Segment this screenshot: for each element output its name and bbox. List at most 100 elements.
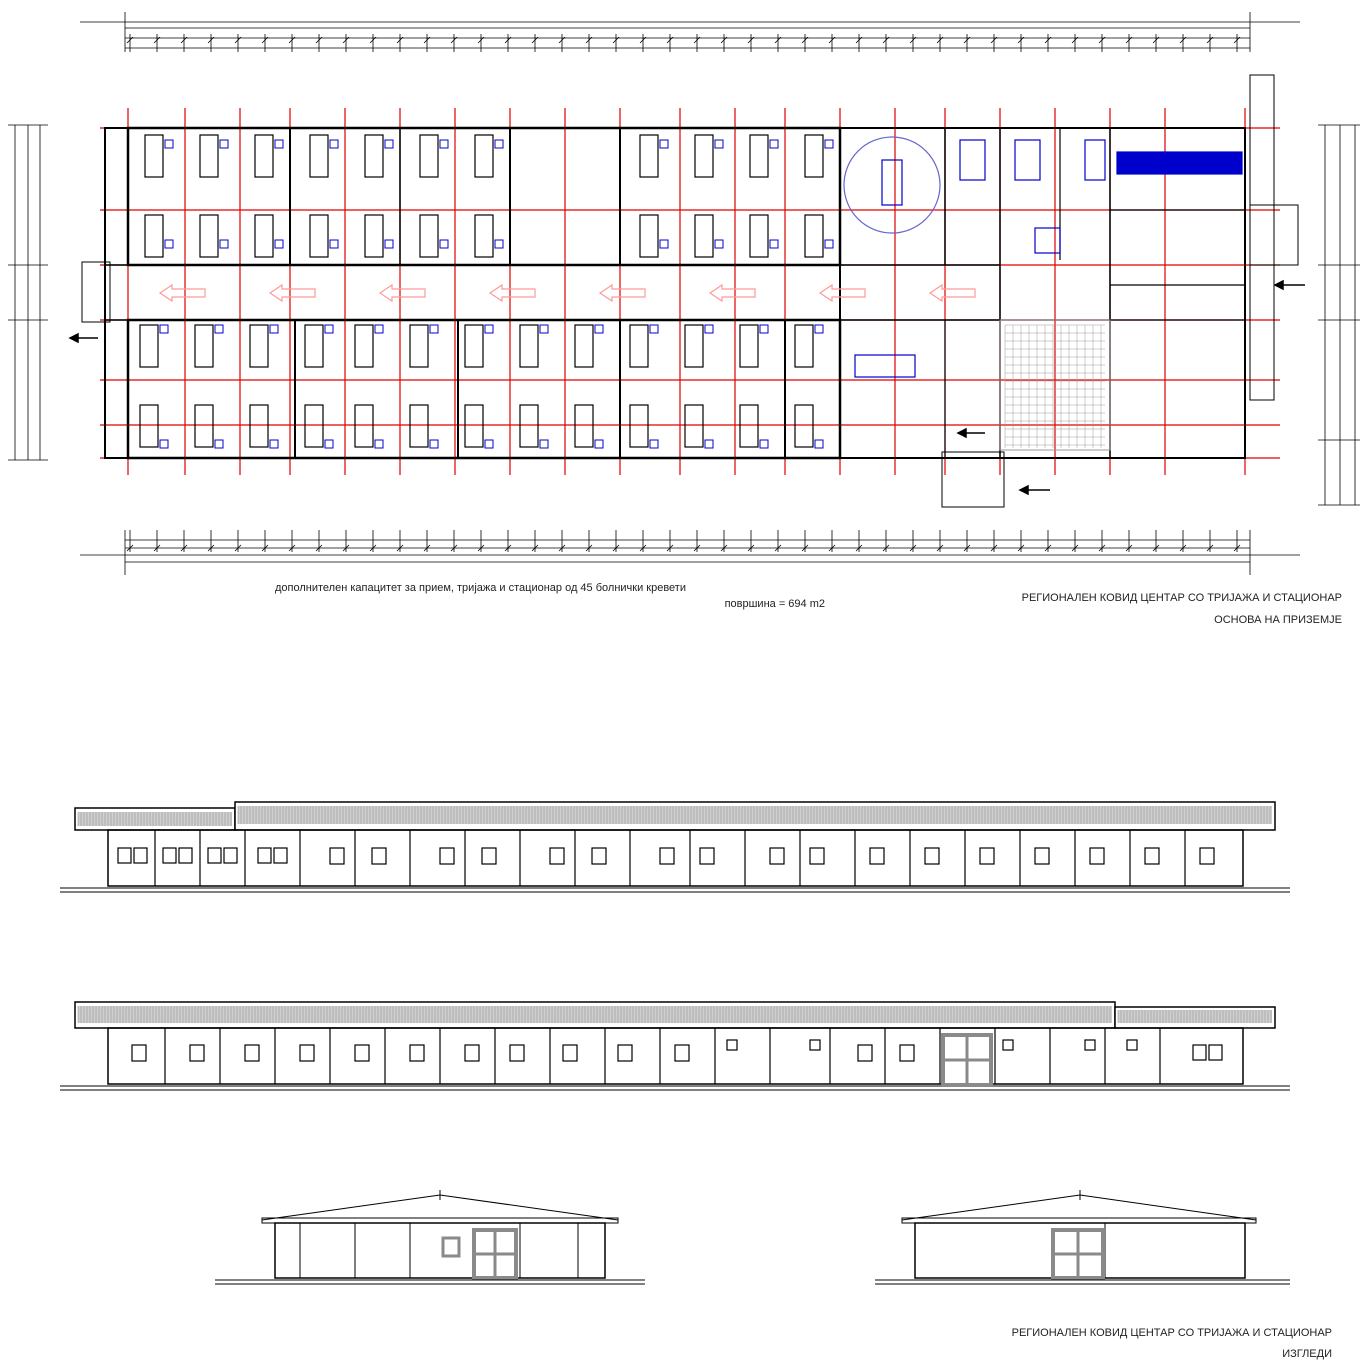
dimension-tick-mark — [909, 544, 917, 552]
dimension-tick-mark — [1098, 36, 1106, 44]
direction-arrow — [818, 283, 866, 303]
bed — [309, 134, 329, 178]
dimension-tick-mark — [774, 544, 782, 552]
window — [591, 847, 607, 865]
top-dimension-chain — [80, 12, 1300, 52]
dimension-tick-mark — [531, 544, 539, 552]
bed — [629, 404, 649, 448]
rear-double-door — [941, 1033, 993, 1087]
dimension-tick-mark — [342, 36, 350, 44]
window — [1199, 847, 1215, 865]
bedside-table — [214, 324, 224, 334]
window — [131, 1044, 147, 1062]
direction-arrow — [488, 283, 536, 303]
corridor-arrows — [158, 283, 976, 303]
dimension-tick-mark — [666, 36, 674, 44]
window — [244, 1044, 260, 1062]
elevations-sheet-subtitle: ИЗГЛЕДИ — [1282, 1348, 1332, 1360]
bedside-table — [759, 439, 769, 449]
bedside-table — [824, 239, 834, 249]
window — [699, 847, 715, 865]
building-walls — [104, 126, 1246, 460]
bedside-table — [539, 439, 549, 449]
elevation-rear — [60, 1001, 1290, 1091]
bed — [739, 404, 759, 448]
dimension-tick-mark — [1044, 36, 1052, 44]
dimension-tick-mark — [1206, 36, 1214, 44]
bed — [409, 324, 429, 368]
dimension-tick-mark — [990, 36, 998, 44]
window — [509, 1044, 525, 1062]
plan-sheet-title: РЕГИОНАЛЕН КОВИД ЦЕНТАР СО ТРИЈАЖА И СТА… — [1021, 592, 1342, 604]
bedside-table — [649, 439, 659, 449]
furniture — [159, 139, 834, 449]
bed — [199, 134, 219, 178]
bed — [249, 324, 269, 368]
dimension-tick-mark — [855, 36, 863, 44]
dimension-tick-mark — [180, 36, 188, 44]
small-window — [1126, 1039, 1138, 1051]
small-window — [1002, 1039, 1014, 1051]
dimension-tick-mark — [801, 544, 809, 552]
bed — [254, 134, 274, 178]
bedside-table — [759, 324, 769, 334]
bedside-table — [594, 439, 604, 449]
hospital-beds — [139, 134, 824, 448]
dimension-tick-mark — [342, 544, 350, 552]
direction-arrow — [378, 283, 426, 303]
bedside-table — [659, 239, 669, 249]
dimension-tick-mark — [531, 36, 539, 44]
bed — [139, 404, 159, 448]
bed — [749, 214, 769, 258]
plan-sheet-subtitle: ОСНОВА НА ПРИЗЕМЈЕ — [1214, 614, 1342, 626]
special-fixtures — [843, 136, 1243, 378]
direction-arrow — [158, 283, 206, 303]
plan-area-caption: површина = 694 m2 — [724, 598, 825, 610]
bedside-table — [769, 239, 779, 249]
bedside-table — [324, 439, 334, 449]
bedside-table — [484, 324, 494, 334]
bed — [519, 404, 539, 448]
dimension-tick-mark — [1179, 544, 1187, 552]
bedside-table — [384, 239, 394, 249]
dimension-tick-mark — [1179, 36, 1187, 44]
dimension-tick-mark — [396, 544, 404, 552]
bed — [419, 134, 439, 178]
elevation-side-right — [875, 1190, 1290, 1285]
dimension-tick-mark — [1152, 544, 1160, 552]
bed — [639, 134, 659, 178]
window — [979, 847, 995, 865]
window — [549, 847, 565, 865]
bed — [194, 404, 214, 448]
bedside-table — [374, 324, 384, 334]
dimension-tick-mark — [774, 36, 782, 44]
bed — [749, 134, 769, 178]
window — [439, 847, 455, 865]
bedside-table — [439, 239, 449, 249]
dimension-tick-mark — [126, 544, 134, 552]
dimension-tick-mark — [207, 544, 215, 552]
dimension-tick-mark — [234, 544, 242, 552]
bed — [309, 214, 329, 258]
entrance-porches — [81, 74, 1299, 508]
bedside-table — [704, 324, 714, 334]
left-dimension-chain — [8, 124, 48, 461]
window — [178, 847, 193, 864]
bedside-table — [429, 439, 439, 449]
dimension-tick-mark — [693, 544, 701, 552]
bed — [804, 134, 824, 178]
dimension-tick-mark — [1071, 36, 1079, 44]
dimension-tick-mark — [855, 544, 863, 552]
window — [207, 847, 222, 864]
dimension-tick-mark — [126, 36, 134, 44]
bedside-table — [269, 324, 279, 334]
bedside-table — [824, 139, 834, 149]
window — [617, 1044, 633, 1062]
bedside-table — [269, 439, 279, 449]
dimension-tick-mark — [234, 36, 242, 44]
dimension-tick-mark — [1233, 36, 1241, 44]
bedside-table — [374, 439, 384, 449]
plan-capacity-caption: дополнителен капацитет за прием, тријажа… — [275, 582, 686, 594]
bedside-table — [159, 439, 169, 449]
